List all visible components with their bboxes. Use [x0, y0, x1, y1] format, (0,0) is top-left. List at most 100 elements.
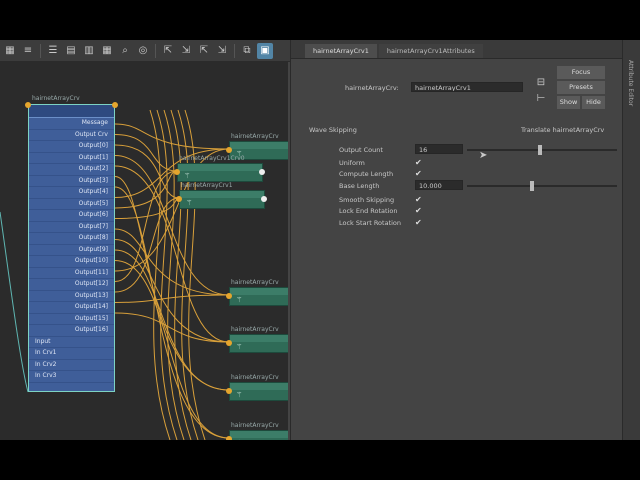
output-port[interactable]: Output Crv	[29, 130, 114, 141]
node-connector-dot[interactable]	[174, 169, 180, 175]
output-port[interactable]: Output[9]	[29, 245, 114, 256]
graph-icon[interactable]: ⧉	[243, 45, 251, 56]
attribute-checkbox[interactable]: ✔	[415, 158, 422, 167]
connection-wire[interactable]	[114, 165, 230, 343]
input-port[interactable]: In Crv2	[29, 360, 114, 371]
connection-wire[interactable]	[114, 134, 178, 172]
connection-wire[interactable]	[114, 239, 230, 343]
node-connector-dot[interactable]	[226, 293, 232, 299]
connection-wire[interactable]	[114, 144, 180, 199]
connection-wire[interactable]	[114, 148, 230, 198]
output-connector-dot[interactable]	[261, 196, 267, 202]
node-connector-dot[interactable]	[112, 102, 118, 108]
slider-handle[interactable]	[537, 145, 542, 155]
output-port[interactable]: Message	[29, 118, 114, 130]
connection-wire[interactable]	[114, 294, 230, 303]
connection-wire[interactable]	[114, 260, 230, 439]
pin1-icon[interactable]: ⇱	[163, 45, 173, 56]
attribute-checkbox[interactable]: ✔	[415, 218, 422, 227]
connection-wire[interactable]	[114, 186, 230, 439]
search-icon[interactable]: ⌕	[122, 45, 128, 56]
connection-wire[interactable]	[163, 109, 185, 440]
connection-wire[interactable]	[114, 197, 180, 293]
show-button[interactable]: Show	[557, 96, 580, 109]
output-port[interactable]: Output[0]	[29, 141, 114, 153]
focus-button[interactable]: Focus	[557, 66, 605, 79]
pin4-icon[interactable]: ⇲	[217, 45, 227, 56]
slider-handle[interactable]	[530, 181, 534, 191]
connection-wire[interactable]	[170, 109, 192, 440]
connection-wire[interactable]	[114, 148, 230, 272]
connection-wire[interactable]	[156, 109, 178, 440]
output-port[interactable]: Output[2]	[29, 164, 114, 176]
small-node[interactable]: ⚚	[229, 430, 288, 440]
connection-wire[interactable]	[184, 109, 206, 440]
tab-attributes[interactable]: hairnetArrayCrv1Attributes	[378, 44, 483, 58]
node-connector-dot[interactable]	[226, 147, 232, 153]
connection-wire[interactable]	[114, 312, 230, 343]
attribute-value-field[interactable]: 16	[415, 144, 463, 154]
attribute-checkbox[interactable]: ✔	[415, 169, 422, 178]
attribute-slider[interactable]	[467, 149, 617, 151]
small-node[interactable]: ⚚	[229, 334, 288, 353]
output-port[interactable]: Output[14]	[29, 302, 114, 314]
output-node-icon[interactable]: ⊢	[536, 92, 546, 104]
small-node[interactable]: ⚚	[177, 163, 263, 182]
small-node[interactable]: ⚚	[229, 287, 288, 306]
hide-button[interactable]: Hide	[582, 96, 605, 109]
connection-wire[interactable]	[114, 155, 230, 296]
output-port[interactable]: Output[16]	[29, 325, 114, 337]
input-port[interactable]: In Crv1	[29, 348, 114, 360]
side-strip-label[interactable]: Attribute Editor	[627, 60, 634, 107]
tab-node[interactable]: hairnetArrayCrv1	[305, 44, 377, 58]
output-port[interactable]: Output[12]	[29, 279, 114, 291]
connection-wire[interactable]	[114, 170, 178, 209]
input-port[interactable]: In Crv3	[29, 371, 114, 383]
output-port[interactable]: Output[11]	[29, 268, 114, 279]
node-connector-dot[interactable]	[176, 196, 182, 202]
attribute-checkbox[interactable]: ✔	[415, 206, 422, 215]
output-port[interactable]: Output[6]	[29, 210, 114, 222]
node-connector-dot[interactable]	[25, 102, 31, 108]
output-port[interactable]: Output[3]	[29, 176, 114, 187]
connection-wire[interactable]	[149, 109, 171, 440]
small-node[interactable]: ⚚	[229, 382, 288, 401]
target-icon[interactable]: ◎	[138, 45, 148, 56]
connection-wire[interactable]	[114, 123, 230, 150]
connection-wire[interactable]	[177, 109, 199, 440]
grid-icon[interactable]: ▦	[5, 45, 15, 56]
output-connector-dot[interactable]	[259, 169, 265, 175]
attribute-checkbox[interactable]: ✔	[415, 195, 422, 204]
align-icon[interactable]: ≡	[23, 45, 33, 56]
output-port[interactable]: Output[1]	[29, 153, 114, 164]
layout2-icon[interactable]: ▥	[84, 45, 94, 56]
small-node[interactable]: ⚚	[179, 190, 265, 209]
output-port[interactable]: Output[5]	[29, 199, 114, 210]
presets-button[interactable]: Presets	[557, 81, 605, 94]
attribute-slider[interactable]	[467, 185, 617, 187]
output-port[interactable]: Output[8]	[29, 233, 114, 245]
input-port[interactable]: Input	[29, 337, 114, 348]
input-wire[interactable]	[0, 211, 29, 393]
node-connector-dot[interactable]	[226, 436, 232, 440]
output-port[interactable]: Output[4]	[29, 187, 114, 199]
node-connector-dot[interactable]	[226, 388, 232, 394]
connection-wire[interactable]	[114, 197, 180, 219]
main-node-header[interactable]	[29, 105, 114, 118]
connection-wire[interactable]	[114, 249, 230, 391]
connection-wire[interactable]	[114, 170, 178, 282]
output-port[interactable]: Output[13]	[29, 291, 114, 302]
connection-wire[interactable]	[114, 228, 230, 296]
node-connector-dot[interactable]	[226, 340, 232, 346]
layout-icon[interactable]: ▤	[66, 45, 76, 56]
layout3-icon[interactable]: ▦	[102, 45, 112, 56]
attribute-value-field[interactable]: 10.000	[415, 180, 463, 190]
pin3-icon[interactable]: ⇱	[199, 45, 209, 56]
list-icon[interactable]: ☰	[48, 45, 58, 56]
output-port[interactable]: Output[15]	[29, 314, 114, 325]
node-name-field[interactable]: hairnetArrayCrv1	[411, 82, 523, 92]
output-port[interactable]: Output[7]	[29, 222, 114, 233]
pin2-icon[interactable]: ⇲	[181, 45, 191, 56]
